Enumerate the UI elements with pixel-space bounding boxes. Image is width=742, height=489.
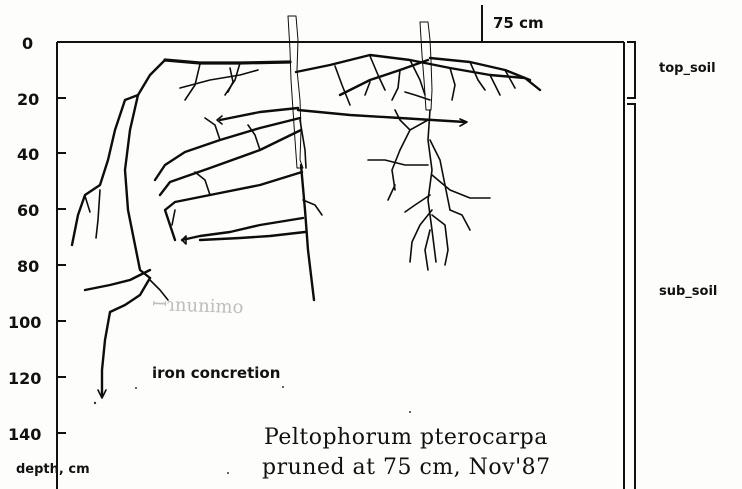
- caption-line-1: Peltophorum pterocarpa: [264, 425, 548, 450]
- depth-tick-100: 100: [8, 313, 41, 332]
- tree-2-root-system: [340, 22, 530, 270]
- iron-concretion-label: iron concretion: [152, 364, 280, 382]
- depth-tick-40: 40: [17, 145, 39, 164]
- tree-1-root-system: [72, 16, 540, 398]
- depth-tick-0: 0: [22, 34, 33, 53]
- sub-soil-bracket: [627, 104, 635, 489]
- sub-soil-label: sub_soil: [659, 284, 717, 299]
- depth-tick-60: 60: [17, 201, 39, 220]
- top-soil-bracket: [627, 42, 635, 98]
- depth-tick-140: 140: [8, 425, 41, 444]
- depth-tick-20: 20: [17, 90, 39, 109]
- top-soil-label: top_soil: [659, 61, 716, 76]
- depth-tick-marks: [57, 42, 66, 433]
- caption-line-2: pruned at 75 cm, Nov'87: [262, 455, 551, 480]
- depth-tick-80: 80: [17, 257, 39, 276]
- distance-label: 75 cm: [493, 14, 544, 32]
- depth-axis-label: depth, cm: [16, 462, 90, 477]
- depth-tick-120: 120: [8, 369, 41, 388]
